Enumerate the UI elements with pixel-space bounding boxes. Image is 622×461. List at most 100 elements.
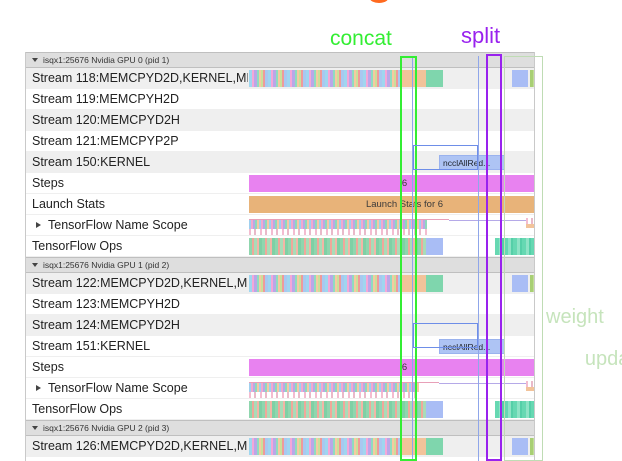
track-lane[interactable]: Launch Stats for 6: [249, 194, 534, 214]
chevron-down-icon[interactable]: [32, 426, 38, 430]
trace-bar-group[interactable]: [402, 70, 426, 87]
track-lane[interactable]: ncclAllRed...: [249, 336, 534, 356]
track-lane[interactable]: [249, 457, 534, 461]
annotation-weight-update: weight update: [546, 307, 622, 370]
scope-bar-tail[interactable]: [526, 218, 534, 224]
track-label: Stream 123:MEMCPYH2D: [26, 294, 248, 314]
trace-bar-group[interactable]: [249, 438, 402, 455]
track-lane[interactable]: [249, 294, 534, 314]
track-label: TensorFlow Ops: [26, 236, 248, 256]
trace-bar-group[interactable]: [249, 275, 402, 292]
trace-bar-weight-update[interactable]: [530, 70, 534, 87]
scope-bar-sub[interactable]: [249, 392, 419, 398]
trace-bar-split[interactable]: [512, 275, 528, 292]
ops-bar-tail[interactable]: [495, 238, 534, 255]
ops-bar-group[interactable]: [249, 401, 426, 418]
trace-bar-group[interactable]: [249, 70, 402, 87]
trace-bar-weight-update[interactable]: [530, 438, 534, 455]
track-row-stream124[interactable]: Stream 124:MEMCPYD2H: [26, 315, 534, 336]
track-label-text: TensorFlow Name Scope: [48, 381, 188, 395]
track-row-stream127[interactable]: Stream 127:MEMCPYH2D: [26, 457, 534, 461]
chevron-down-icon[interactable]: [32, 263, 38, 267]
track-row-stream118[interactable]: Stream 118:MEMCPYD2D,KERNEL,MI: [26, 68, 534, 89]
ops-bar-concat[interactable]: [426, 238, 443, 255]
trace-bar-group[interactable]: [402, 438, 426, 455]
track-lane[interactable]: [249, 436, 534, 456]
track-row-stream119[interactable]: Stream 119:MEMCPYH2D: [26, 89, 534, 110]
group-header-gpu1[interactable]: isqx1:25676 Nvidia GPU 1 (pid 2): [26, 257, 534, 273]
ops-bar-group[interactable]: [249, 238, 426, 255]
trace-bar-group[interactable]: [402, 275, 426, 292]
scope-bar-group[interactable]: [249, 219, 427, 232]
chevron-right-icon[interactable]: [36, 221, 41, 228]
scope-bar-tail2[interactable]: [526, 224, 534, 228]
launch-stats-bar[interactable]: [249, 196, 534, 213]
track-label: Stream 122:MEMCPYD2D,KERNEL,MI: [26, 273, 248, 293]
track-lane[interactable]: [249, 89, 534, 109]
track-row-steps-gpu1[interactable]: Steps 6: [26, 357, 534, 378]
track-row-stream123[interactable]: Stream 123:MEMCPYH2D: [26, 294, 534, 315]
track-lane[interactable]: [249, 215, 534, 235]
group-header-gpu0[interactable]: isqx1:25676 Nvidia GPU 0 (pid 1): [26, 52, 534, 68]
track-row-stream151[interactable]: Stream 151:KERNEL ncclAllRed...: [26, 336, 534, 357]
group-header-gpu1-label: isqx1:25676 Nvidia GPU 1 (pid 2): [43, 260, 170, 270]
track-lane[interactable]: [249, 378, 534, 398]
track-row-stream122[interactable]: Stream 122:MEMCPYD2D,KERNEL,MI: [26, 273, 534, 294]
scope-bar-tail[interactable]: [526, 381, 534, 387]
track-lane[interactable]: [249, 110, 534, 130]
scope-divider: [249, 382, 439, 383]
track-lane[interactable]: 6: [249, 357, 534, 377]
track-row-steps[interactable]: Steps 6: [26, 173, 534, 194]
scope-divider: [449, 220, 534, 221]
nccl-allreduce-chip[interactable]: ncclAllRed...: [439, 339, 505, 354]
track-row-stream150[interactable]: Stream 150:KERNEL ncclAllRed...: [26, 152, 534, 173]
track-label-text: TensorFlow Name Scope: [48, 218, 188, 232]
scope-divider: [249, 219, 449, 220]
ops-bar-concat[interactable]: [426, 401, 443, 418]
track-lane[interactable]: [249, 315, 534, 335]
group-header-gpu0-label: isqx1:25676 Nvidia GPU 0 (pid 1): [43, 55, 170, 65]
track-row-tf-ops[interactable]: TensorFlow Ops: [26, 236, 534, 257]
trace-bar-split[interactable]: [512, 70, 528, 87]
group-header-gpu2-label: isqx1:25676 Nvidia GPU 2 (pid 3): [43, 423, 170, 433]
track-row-tf-name-scope-gpu1[interactable]: TensorFlow Name Scope: [26, 378, 534, 399]
trace-bar-split[interactable]: [512, 438, 528, 455]
track-label: TensorFlow Ops: [26, 399, 248, 419]
annotation-split: split: [461, 23, 501, 48]
track-lane[interactable]: 6: [249, 173, 534, 193]
ops-bar-tail[interactable]: [495, 401, 534, 418]
track-row-stream126[interactable]: Stream 126:MEMCPYD2D,KERNEL,MI: [26, 436, 534, 457]
track-row-stream121[interactable]: Stream 121:MEMCPYP2P: [26, 131, 534, 152]
annotation-concat: concat: [330, 27, 392, 50]
track-lane[interactable]: [249, 131, 534, 151]
steps-bar[interactable]: [249, 359, 534, 376]
track-lane[interactable]: [249, 399, 534, 419]
trace-bar-concat[interactable]: [426, 70, 443, 87]
track-label: Stream 150:KERNEL: [26, 152, 248, 172]
track-row-tf-ops-gpu1[interactable]: TensorFlow Ops: [26, 399, 534, 420]
track-label: Stream 127:MEMCPYH2D: [26, 457, 248, 461]
trace-bar-concat[interactable]: [426, 275, 443, 292]
track-row-stream120[interactable]: Stream 120:MEMCPYD2H: [26, 110, 534, 131]
track-row-tf-name-scope[interactable]: TensorFlow Name Scope: [26, 215, 534, 236]
scope-bar-group[interactable]: [249, 382, 419, 395]
annotation-weight-update-line1: weight: [546, 306, 604, 328]
steps-bar[interactable]: [249, 175, 534, 192]
scope-bar-sub[interactable]: [249, 229, 427, 235]
track-lane[interactable]: ncclAllRed...: [249, 152, 534, 172]
track-lane[interactable]: [249, 273, 534, 293]
trace-bar-weight-update[interactable]: [530, 275, 534, 292]
chevron-right-icon[interactable]: [36, 384, 41, 391]
timeline-panel[interactable]: isqx1:25676 Nvidia GPU 0 (pid 1) Stream …: [25, 52, 535, 461]
track-row-launch-stats[interactable]: Launch Stats Launch Stats for 6: [26, 194, 534, 215]
nccl-allreduce-chip[interactable]: ncclAllRed...: [439, 155, 505, 170]
orange-marker-icon: [370, 0, 388, 3]
scope-bar-tail2[interactable]: [526, 387, 534, 391]
group-header-gpu2[interactable]: isqx1:25676 Nvidia GPU 2 (pid 3): [26, 420, 534, 436]
chevron-down-icon[interactable]: [32, 58, 38, 62]
track-lane[interactable]: [249, 68, 534, 88]
track-label: Stream 121:MEMCPYP2P: [26, 131, 248, 151]
track-lane[interactable]: [249, 236, 534, 256]
trace-bar-concat[interactable]: [426, 438, 443, 455]
